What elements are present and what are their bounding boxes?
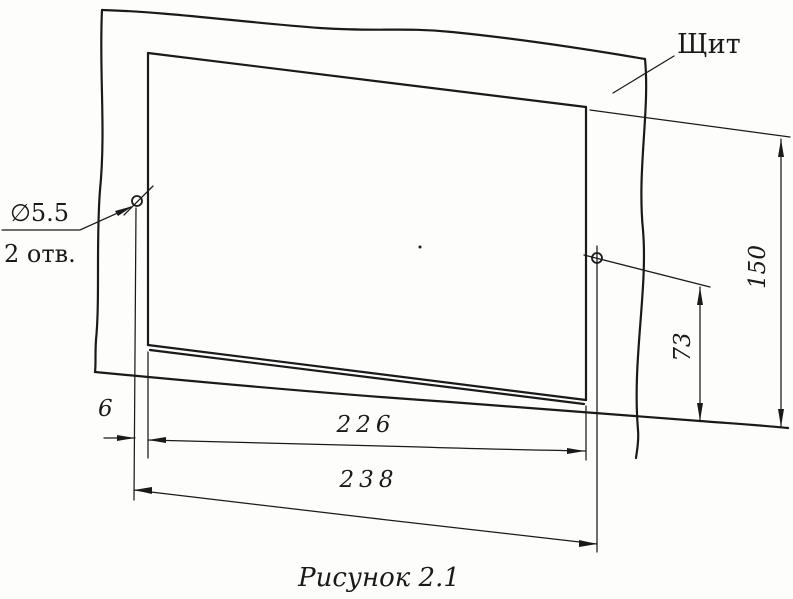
dim-label-73: 73 bbox=[670, 332, 696, 361]
leader-shelf-line bbox=[1, 206, 132, 231]
arrowhead bbox=[778, 409, 784, 427]
leader-arrowhead bbox=[115, 206, 133, 216]
left-hole bbox=[131, 195, 143, 207]
panel-label: Щит bbox=[677, 29, 741, 60]
dim-hole-offset: 6 bbox=[98, 396, 136, 441]
sheet-top-edge bbox=[100, 8, 647, 61]
arrowhead bbox=[567, 448, 585, 454]
dim-cutout-height: 150 bbox=[745, 138, 784, 428]
dim-hole-height: 73 bbox=[670, 286, 703, 422]
cutout-bottom-edge-inner bbox=[148, 348, 586, 406]
dim-label-226: 226 bbox=[336, 412, 396, 438]
dim-line-238 bbox=[133, 489, 598, 545]
dim-cutout-width: 226 bbox=[147, 412, 586, 454]
cutout-top-edge bbox=[146, 51, 588, 109]
dim-label-238: 238 bbox=[339, 467, 399, 493]
ext-cutout-top bbox=[589, 109, 791, 138]
hole-callout-leader bbox=[1, 206, 133, 231]
ext-left-hole bbox=[133, 207, 137, 501]
cutout-opening bbox=[146, 51, 588, 406]
arrowhead bbox=[134, 487, 152, 494]
hole-count-label: 2 отв. bbox=[4, 240, 76, 268]
arrowhead bbox=[117, 435, 135, 441]
arrowhead bbox=[579, 540, 597, 547]
arrowhead bbox=[697, 287, 703, 305]
extension-lines bbox=[133, 109, 791, 553]
dim-label-6: 6 bbox=[98, 396, 113, 422]
dim-hole-spacing: 238 bbox=[133, 467, 598, 547]
hole-diameter-label: ∅5.5 bbox=[10, 199, 69, 227]
dim-line-226 bbox=[147, 439, 586, 452]
ext-hole-horizontal bbox=[583, 254, 711, 288]
arrowhead bbox=[697, 403, 703, 421]
dim-label-150: 150 bbox=[745, 245, 771, 289]
panel-sheet bbox=[93, 8, 790, 460]
arrowhead bbox=[148, 437, 166, 443]
panel-label-leader bbox=[612, 55, 675, 94]
figure-caption: Рисунок 2.1 bbox=[297, 563, 460, 593]
sheet-bottom-break-line bbox=[93, 370, 790, 430]
sheet-left-edge bbox=[93, 8, 104, 374]
cutout-bottom-edge bbox=[146, 343, 588, 402]
sheet-right-edge bbox=[634, 57, 648, 460]
arrowhead bbox=[778, 139, 784, 157]
mounting-holes bbox=[123, 185, 603, 264]
left-hole-centerline bbox=[123, 185, 154, 216]
ink-speck bbox=[418, 245, 422, 249]
